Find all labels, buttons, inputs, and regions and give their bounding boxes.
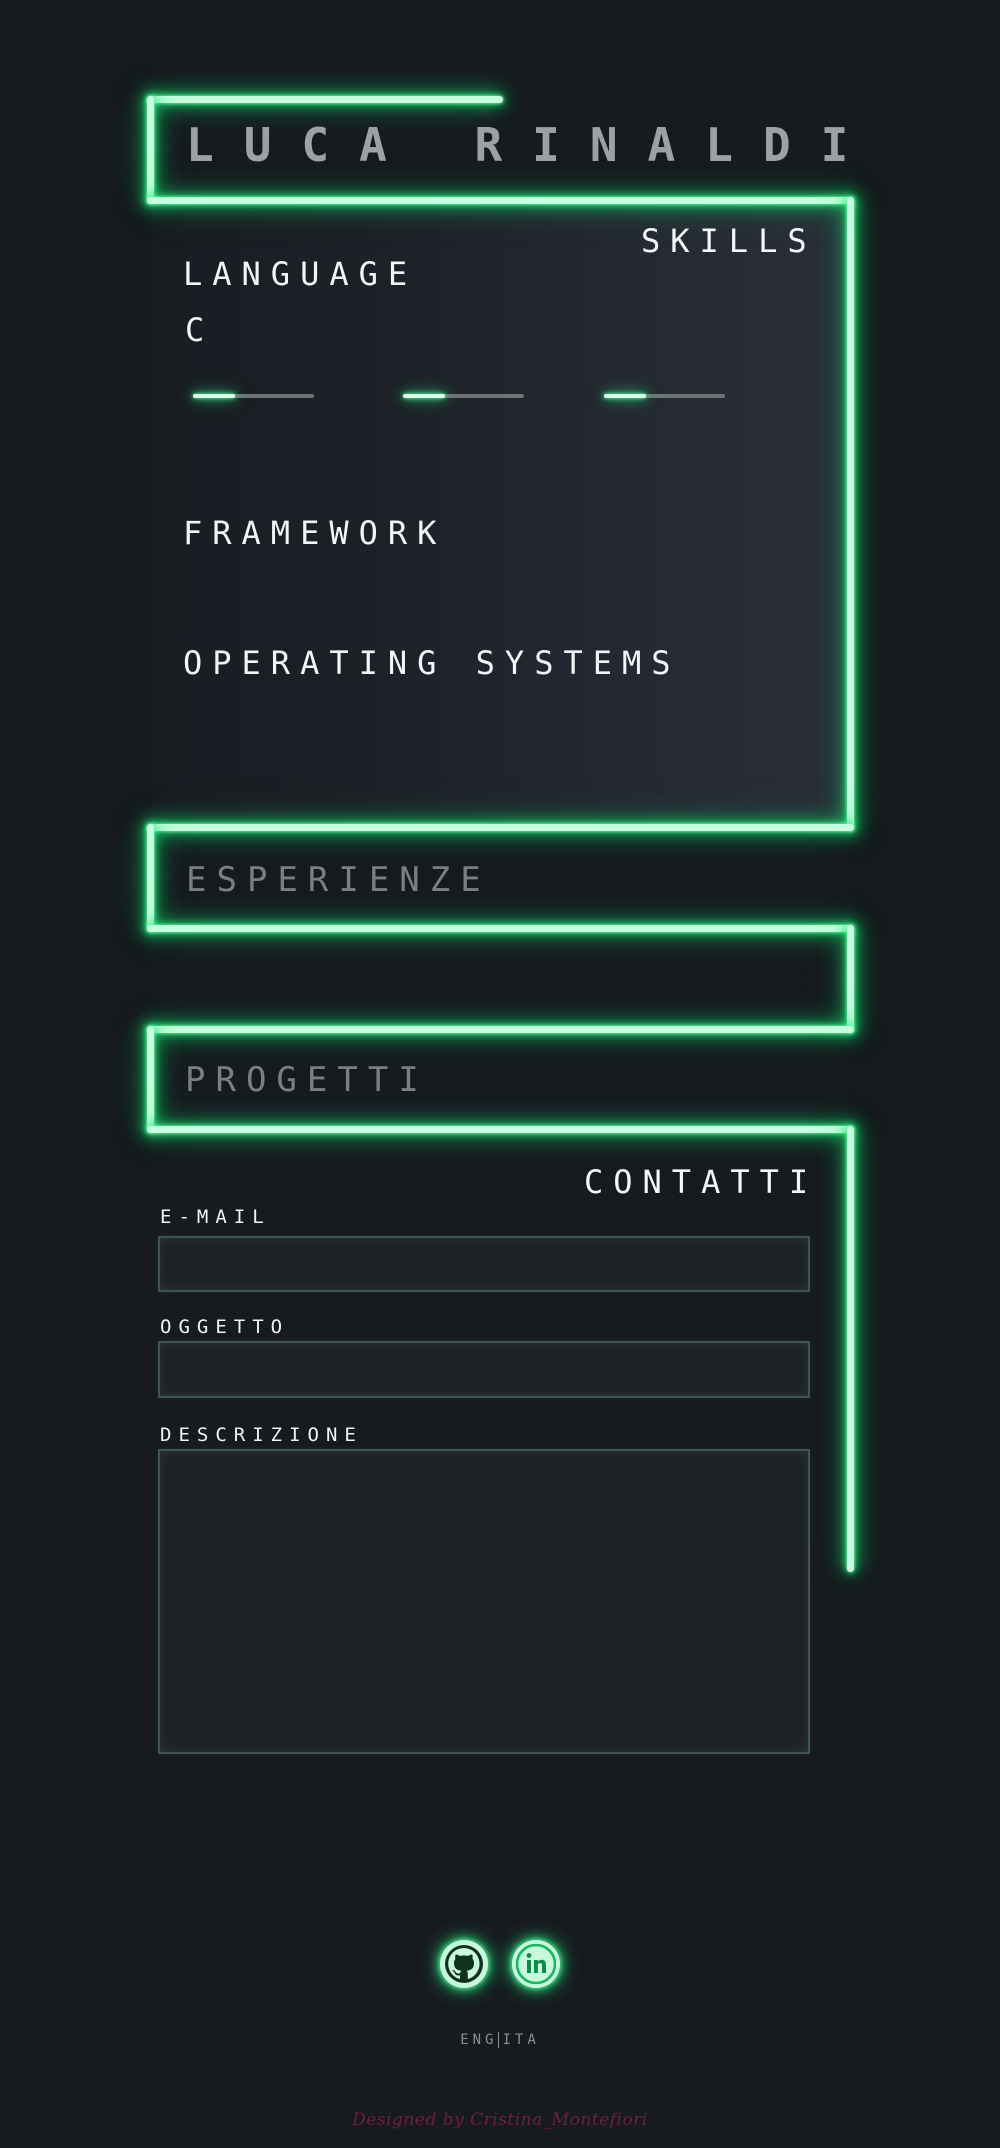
skill-meter-fill xyxy=(604,394,647,398)
linkedin-link[interactable] xyxy=(512,1940,560,1988)
github-icon xyxy=(444,1944,484,1984)
page-title: LUCA RINALDI xyxy=(186,118,879,172)
skills-title: SKILLS xyxy=(641,222,817,260)
skill-meter xyxy=(193,394,314,398)
email-field[interactable] xyxy=(158,1236,810,1292)
experience-title[interactable]: ESPERIENZE xyxy=(186,860,491,900)
skill-meter xyxy=(403,394,524,398)
description-label: DESCRIZIONE xyxy=(160,1424,363,1446)
email-label: E-MAIL xyxy=(160,1206,271,1228)
skills-category-framework: FRAMEWORK xyxy=(183,514,447,552)
projects-title[interactable]: PROGETTI xyxy=(185,1060,429,1100)
linkedin-icon xyxy=(516,1944,556,1984)
skill-meter xyxy=(604,394,725,398)
skill-meter-fill xyxy=(403,394,446,398)
language-eng[interactable]: ENG xyxy=(460,2032,498,2048)
contacts-title: CONTATTI xyxy=(584,1163,819,1201)
description-field[interactable] xyxy=(158,1449,810,1754)
language-separator xyxy=(497,2032,499,2048)
skill-meter-fill xyxy=(193,394,236,398)
subject-label: OGGETTO xyxy=(160,1316,290,1338)
skills-category-operating-systems: OPERATING SYSTEMS xyxy=(183,644,681,682)
subject-field[interactable] xyxy=(158,1341,810,1398)
github-link[interactable] xyxy=(440,1940,488,1988)
skill-label-c: C xyxy=(185,311,215,349)
skills-category-language: LANGUAGE xyxy=(183,255,418,293)
skills-panel xyxy=(152,202,849,826)
language-ita[interactable]: ITA xyxy=(502,2032,540,2048)
designer-credit: Designed by Cristina_Montefiori xyxy=(352,2110,648,2130)
